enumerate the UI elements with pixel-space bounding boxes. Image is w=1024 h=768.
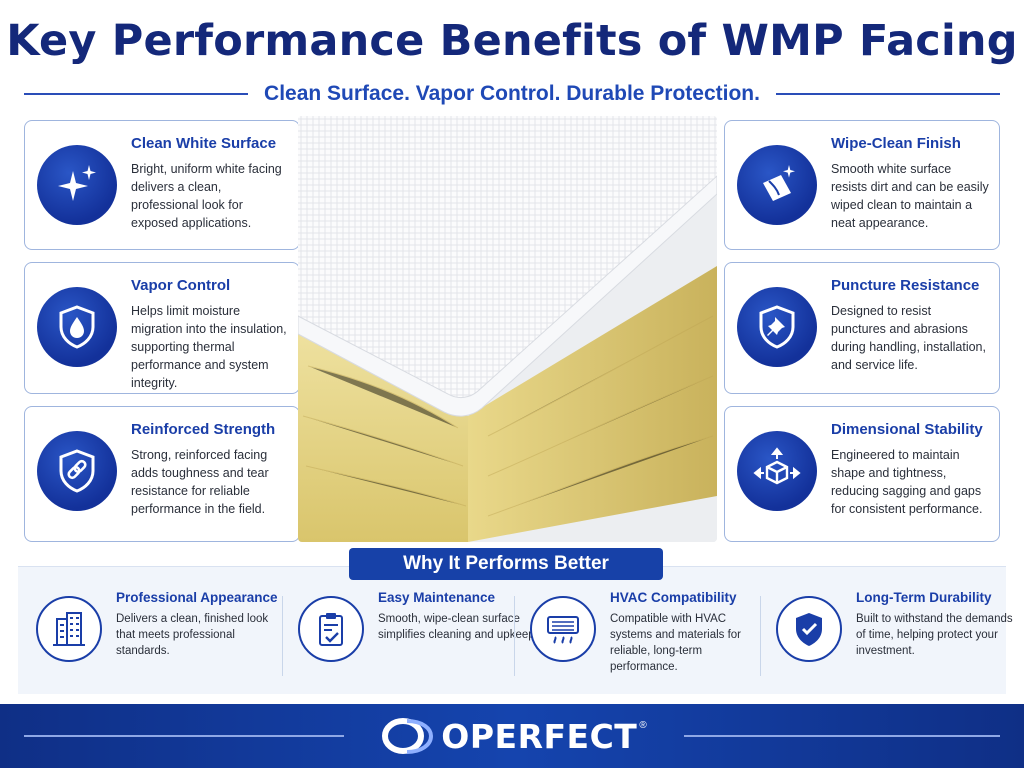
clipboard-check-icon <box>298 596 364 662</box>
subtitle-rule-left <box>24 93 249 95</box>
building-icon <box>36 596 102 662</box>
brand-name: OPERFECT <box>441 716 638 756</box>
card-wipe-clean-finish: Wipe-Clean Finish Smooth white surface r… <box>724 120 1000 250</box>
shield-check-icon <box>776 596 842 662</box>
card-description: Engineered to maintain shape and tightne… <box>831 448 983 516</box>
insulation-illustration <box>298 116 717 542</box>
brand-mark-icon <box>382 718 434 754</box>
card-description: Bright, uniform white facing delivers a … <box>131 162 282 230</box>
air-vent-icon <box>530 596 596 662</box>
cube-arrows-icon <box>737 431 817 511</box>
why-performs-heading: Why It Performs Better <box>349 548 663 580</box>
brand-logo: OPERFECT ® <box>360 704 664 768</box>
footer-rule-right <box>684 735 1000 737</box>
card-clean-white-surface: Clean White Surface Bright, uniform whit… <box>24 120 300 250</box>
page-subtitle: Clean Surface. Vapor Control. Durable Pr… <box>264 82 760 105</box>
benefit-description: Smooth, wipe-clean surface simplifies cl… <box>378 613 538 641</box>
benefit-divider <box>282 596 283 676</box>
benefit-professional-appearance: Professional Appearance Delivers a clean… <box>36 590 278 686</box>
footer-rule-left <box>24 735 344 737</box>
subtitle-rule-right <box>775 93 1000 95</box>
shield-water-drop-icon <box>37 287 117 367</box>
benefit-divider <box>514 596 515 676</box>
card-title: Wipe-Clean Finish <box>831 135 961 152</box>
benefit-description: Delivers a clean, finished look that mee… <box>116 613 269 657</box>
card-description: Smooth white surface resists dirt and ca… <box>831 162 989 230</box>
sparkle-icon <box>37 145 117 225</box>
benefit-description: Built to withstand the demands of time, … <box>856 613 1013 657</box>
page-title: Key Performance Benefits of WMP Facing <box>6 16 1018 66</box>
card-description: Helps limit moisture migration into the … <box>131 304 287 390</box>
footer-bar: OPERFECT ® <box>0 704 1024 768</box>
card-dimensional-stability: Dimensional Stability Engineered to main… <box>724 406 1000 542</box>
shield-pushpin-icon <box>737 287 817 367</box>
benefit-easy-maintenance: Easy Maintenance Smooth, wipe-clean surf… <box>298 590 538 686</box>
card-vapor-control: Vapor Control Helps limit moisture migra… <box>24 262 300 394</box>
subtitle-row: Clean Surface. Vapor Control. Durable Pr… <box>24 78 1000 110</box>
registered-mark: ® <box>639 720 647 731</box>
insulation-product-image <box>298 116 717 542</box>
benefit-title: HVAC Compatibility <box>610 590 737 605</box>
benefit-long-term-durability: Long-Term Durability Built to withstand … <box>776 590 1016 686</box>
card-reinforced-strength: Reinforced Strength Strong, reinforced f… <box>24 406 300 542</box>
benefit-title: Easy Maintenance <box>378 590 496 605</box>
benefit-description: Compatible with HVAC systems and materia… <box>610 613 742 673</box>
cleaning-cloth-icon <box>737 145 817 225</box>
card-description: Strong, reinforced facing adds toughness… <box>131 448 269 516</box>
benefit-title: Professional Appearance <box>116 590 278 605</box>
benefit-hvac-compatibility: HVAC Compatibility Compatible with HVAC … <box>530 590 770 686</box>
card-title: Vapor Control <box>131 277 231 294</box>
card-title: Clean White Surface <box>131 135 277 152</box>
card-title: Puncture Resistance <box>831 277 980 294</box>
card-title: Dimensional Stability <box>831 421 983 438</box>
benefit-divider <box>760 596 761 676</box>
card-description: Designed to resist punctures and abrasio… <box>831 304 986 372</box>
card-puncture-resistance: Puncture Resistance Designed to resist p… <box>724 262 1000 394</box>
card-title: Reinforced Strength <box>131 421 276 438</box>
shield-chain-link-icon <box>37 431 117 511</box>
benefit-title: Long-Term Durability <box>856 590 992 605</box>
